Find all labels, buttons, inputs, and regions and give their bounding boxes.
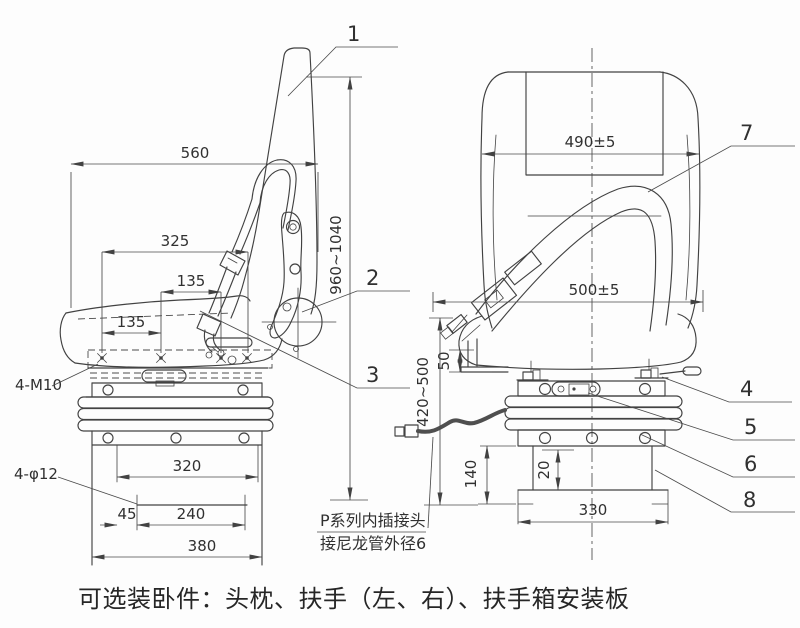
air-hose-connector [394, 408, 507, 438]
dim-380: 380 [188, 537, 217, 555]
dim-45: 45 [117, 505, 136, 523]
dim-20: 20 [535, 460, 553, 479]
seat-pan-and-rail [87, 337, 273, 387]
dim-140: 140 [462, 460, 480, 489]
note-4-dia12: 4-φ12 [14, 465, 58, 483]
suspension-front [504, 358, 702, 525]
dim-490: 490±5 [565, 133, 616, 151]
part-label-7: 7 [740, 121, 753, 145]
dim-135-upper: 135 [177, 272, 206, 290]
part-leaders-front: 7 4 5 6 8 [587, 121, 795, 513]
dim-500: 500±5 [569, 281, 620, 299]
part-label-6: 6 [744, 452, 757, 476]
part-label-8: 8 [743, 488, 756, 512]
dimensions-front-view: 490±5 500±5 50 420~500 140 20 330 [414, 133, 704, 525]
part-label-4: 4 [740, 377, 753, 401]
side-mount-bracket [460, 338, 509, 373]
connector-note-line2: 接尼龙管外径6 [320, 534, 426, 553]
part-label-2: 2 [366, 266, 379, 290]
belt-guide-bracket [269, 211, 303, 339]
part-label-1: 1 [347, 22, 360, 46]
part-label-5: 5 [744, 415, 757, 439]
dim-420-500: 420~500 [414, 357, 432, 427]
cushion-side-outline [59, 295, 283, 368]
dim-240: 240 [177, 505, 206, 523]
part-leaders-side: 1 2 3 [199, 22, 410, 389]
part-label-3: 3 [366, 363, 379, 387]
cushion-front-outline [458, 313, 697, 370]
backrest-front-outline [480, 71, 701, 329]
dim-320: 320 [173, 457, 202, 475]
seatbelt-front [440, 185, 673, 342]
seatbelt-side [196, 159, 297, 357]
dim-560: 560 [181, 144, 210, 162]
mounting-bolt-marks [97, 353, 252, 363]
connector-note-line1: P系列内插接头 [320, 511, 426, 530]
backrest-side-outline [230, 47, 318, 319]
note-4-m10: 4-M10 [15, 376, 62, 394]
dim-330: 330 [579, 501, 608, 519]
dim-135-lower: 135 [117, 313, 146, 331]
dim-960-1040: 960~1040 [327, 215, 345, 294]
front-view: 490±5 500±5 50 420~500 140 20 330 [317, 48, 795, 560]
dim-325: 325 [161, 232, 190, 250]
side-view: 560 960~1040 325 135 135 4-M10 4-φ12 3 2 [14, 22, 410, 566]
suspension-side [77, 382, 274, 566]
recliner-mechanism [261, 287, 337, 359]
connector-note: P系列内插接头 接尼龙管外径6 [317, 436, 434, 553]
caption-optional-accessories: 可选装卧件：头枕、扶手（左、右）、扶手箱安装板 [78, 585, 630, 613]
dimensions-side-view: 560 960~1040 325 135 135 4-M10 4-φ12 32 [14, 76, 368, 560]
dim-50: 50 [435, 351, 453, 370]
